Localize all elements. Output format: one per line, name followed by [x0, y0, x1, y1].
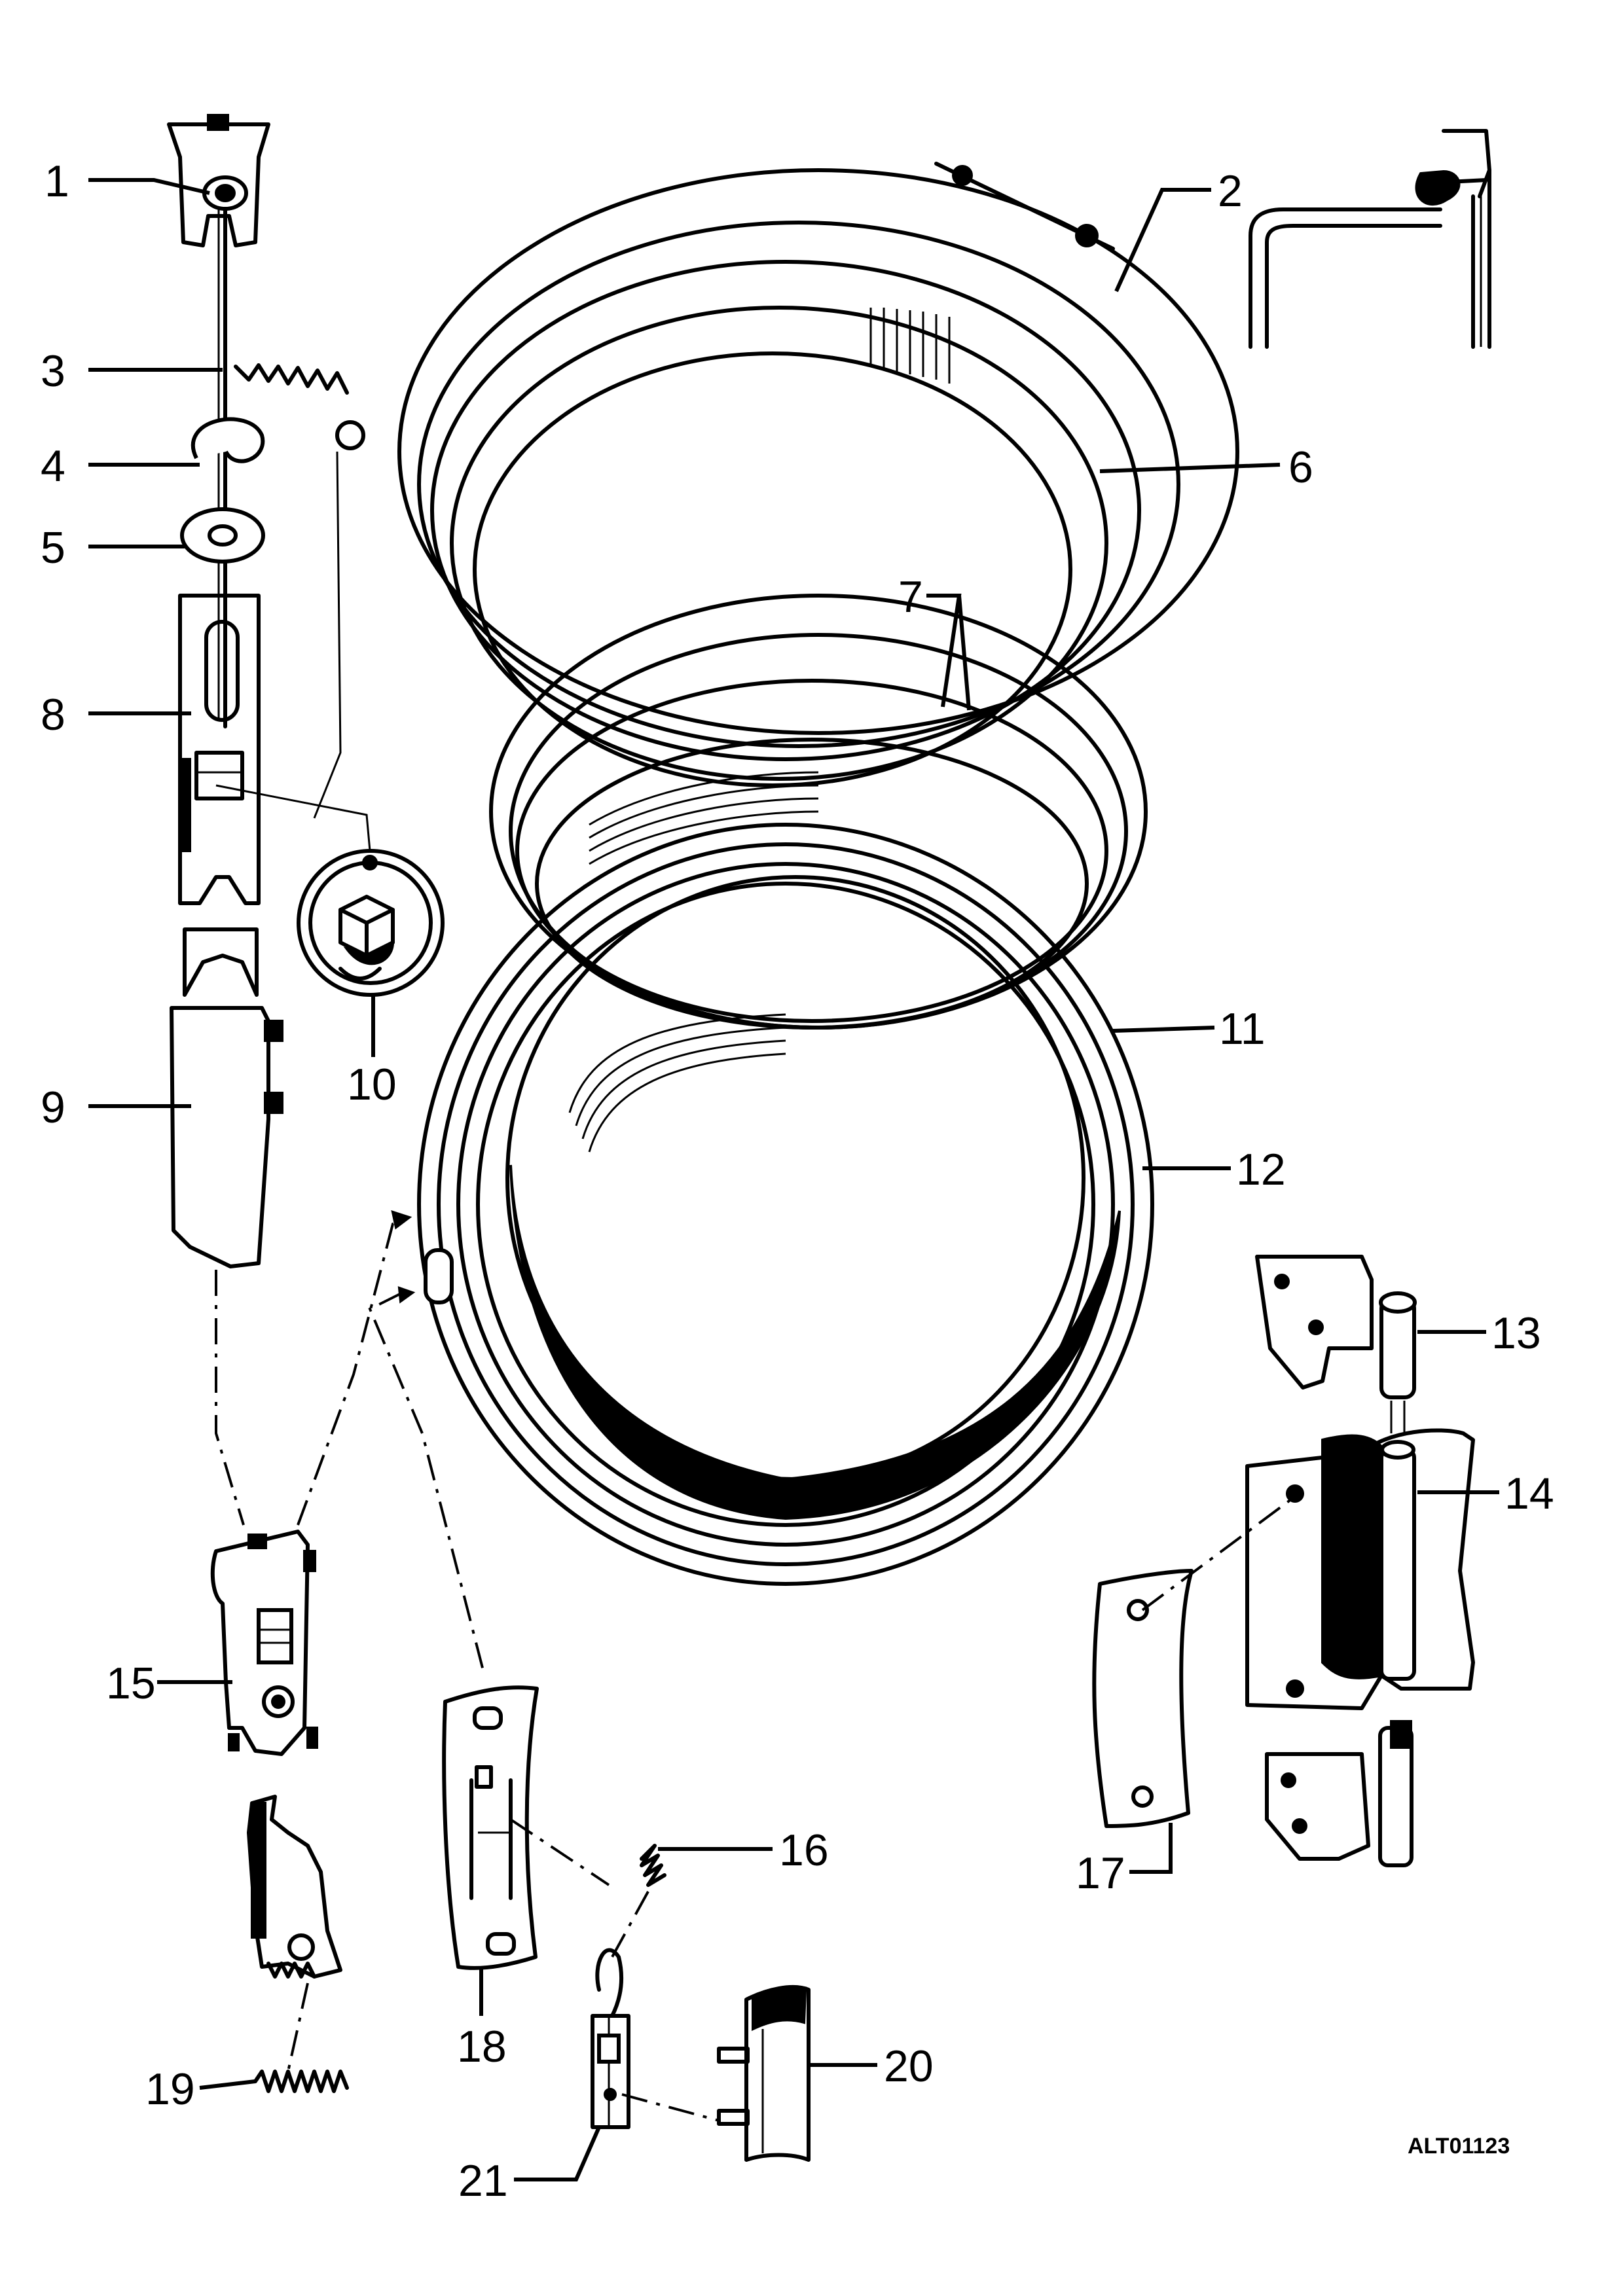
latch-rod-assembly: [167, 114, 365, 1268]
callout-15: 15: [106, 1659, 156, 1708]
callout-21: 21: [458, 2156, 508, 2206]
callout-20: 20: [884, 2041, 934, 2091]
callout-8: 8: [41, 690, 65, 740]
callout-13: 13: [1491, 1308, 1541, 1358]
callout-14: 14: [1504, 1469, 1554, 1518]
callout-12: 12: [1236, 1145, 1286, 1194]
callout-9: 9: [41, 1083, 65, 1132]
strike-assembly: [442, 1685, 811, 2162]
inner-gasket-ring: [489, 594, 1148, 1030]
connection-lines: [215, 1210, 486, 1676]
callout-16: 16: [779, 1825, 829, 1875]
callout-17: 17: [1076, 1848, 1125, 1898]
latch-assembly: [210, 1530, 349, 2093]
callout-leaders: [88, 178, 1499, 2181]
callout-7: 7: [898, 572, 923, 622]
seal-cross-section-detail: [1249, 129, 1491, 349]
callout-1: 1: [45, 156, 69, 206]
door-ring: [417, 823, 1154, 1586]
callout-6: 6: [1288, 442, 1313, 492]
callout-11: 11: [1219, 1004, 1266, 1054]
callout-19: 19: [145, 2064, 195, 2114]
callout-10: 10: [347, 1060, 397, 1109]
callout-5: 5: [41, 523, 65, 573]
callout-labels: 1 2 3 4 5 6 7 8 9 10 11 12 13 14 15 16 1…: [41, 156, 1554, 2206]
diagram-code: ALT01123: [1408, 2134, 1510, 2159]
callout-4: 4: [41, 441, 65, 491]
callout-2: 2: [1218, 166, 1243, 216]
knob-assembly: [215, 784, 445, 997]
callout-3: 3: [41, 346, 65, 396]
callout-18: 18: [457, 2022, 507, 2072]
outer-tub-front: [397, 162, 1239, 787]
hinge-assembly: [1092, 1255, 1475, 1867]
